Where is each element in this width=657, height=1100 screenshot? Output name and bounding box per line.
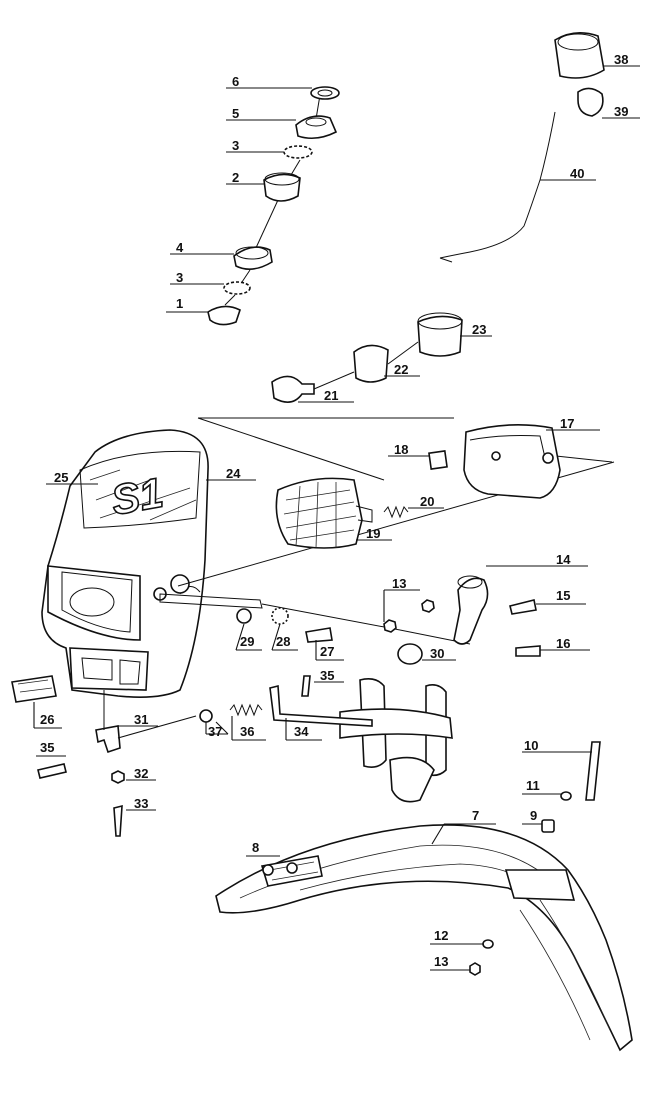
speedometer-assembly: [439, 32, 605, 263]
callout-16: 16: [556, 636, 570, 651]
callout-21: 21: [324, 388, 338, 403]
callout-13b: 13: [434, 954, 448, 969]
callout-12: 12: [434, 928, 448, 943]
part-21-bulb: [271, 375, 315, 403]
callout-13a: 13: [392, 576, 406, 591]
part-4-cup: [233, 246, 273, 270]
callout-25: 25: [54, 470, 68, 485]
part-39-bracket: [577, 87, 604, 117]
callout-30: 30: [430, 646, 444, 661]
part-34-bracket: [269, 684, 373, 727]
callout-11: 11: [526, 778, 540, 793]
callout-36: 36: [240, 724, 254, 739]
part-23-reflector-ring: [417, 315, 463, 357]
part-32-nut: [111, 770, 125, 784]
part-13-nut: [469, 962, 481, 976]
part-20-spring: [383, 505, 409, 519]
callout-8: 8: [252, 840, 259, 855]
part-9-spacer: [541, 819, 555, 833]
callout-2: 2: [232, 170, 239, 185]
callout-5: 5: [232, 106, 239, 121]
fork-bracket-assembly: [37, 675, 453, 837]
callout-27: 27: [320, 644, 334, 659]
part-1-cone: [207, 305, 241, 326]
part-7-fender: [215, 824, 633, 1052]
callout-6: 6: [232, 74, 239, 89]
headlight-housing: S1: [41, 429, 209, 698]
s1-logo-text: S1: [108, 469, 167, 524]
part-40-speedo-cable: [439, 111, 556, 259]
part-10-long-bolt: [585, 741, 601, 801]
part-31-bracket-lower: [95, 725, 121, 754]
handlebar-clamp: [383, 575, 541, 657]
callout-35a: 35: [320, 668, 334, 683]
callout-4: 4: [176, 240, 184, 255]
part-28-washer: [271, 607, 289, 625]
callout-28: 28: [276, 634, 290, 649]
steering-bearing-stack: [207, 86, 340, 326]
part-17-indicator-housing: [463, 424, 561, 499]
part-35-bolt-lower: [37, 763, 67, 779]
part-30-cap: [397, 643, 423, 665]
callout-38: 38: [614, 52, 628, 67]
callout-26: 26: [40, 712, 54, 727]
callout-10: 10: [524, 738, 538, 753]
callout-32: 32: [134, 766, 148, 781]
part-33-pin: [113, 804, 123, 837]
callout-19: 19: [366, 526, 380, 541]
part-3-ball-race-upper: [283, 145, 313, 159]
callout-14: 14: [556, 552, 571, 567]
callout-23: 23: [472, 322, 486, 337]
callout-18: 18: [394, 442, 408, 457]
part-19-indicator-lens: [275, 477, 363, 549]
callout-3a: 3: [232, 138, 239, 153]
callout-29: 29: [240, 634, 254, 649]
part-37-washer: [199, 709, 213, 723]
callout-9: 9: [530, 808, 537, 823]
front-fender-assembly: [215, 741, 633, 1052]
part-3-ball-race-lower: [223, 281, 251, 295]
callout-33: 33: [134, 796, 148, 811]
part-27-screw: [305, 627, 333, 643]
callout-7: 7: [472, 808, 479, 823]
callout-labels: 6 5 3 2 4 3 1 38 39 40 23 22 21 17 18 20: [33, 52, 640, 971]
part-22-bulb-socket: [353, 344, 389, 383]
callout-17: 17: [560, 416, 574, 431]
callout-37: 37: [208, 724, 222, 739]
part-11-washer: [560, 791, 572, 801]
part-25-decal-panel: [79, 450, 201, 529]
headlight-bulb-parts: [271, 312, 463, 403]
part-29-nut: [236, 608, 252, 624]
callout-31: 31: [134, 712, 148, 727]
fasteners-group: [11, 607, 423, 703]
part-18-gasket: [428, 450, 448, 470]
part-6-washer: [310, 86, 340, 100]
part-15-bolt: [509, 599, 537, 615]
part-38-speedometer: [554, 32, 605, 79]
part-12-washer: [482, 939, 494, 949]
callout-1: 1: [176, 296, 183, 311]
part-36-spring-bolt: [229, 703, 263, 717]
callout-3b: 3: [176, 270, 183, 285]
part-26-reflector: [11, 675, 57, 703]
callout-40: 40: [570, 166, 584, 181]
callout-34: 34: [294, 724, 309, 739]
part-5-cone: [295, 115, 338, 140]
callout-15: 15: [556, 588, 570, 603]
turn-signal-assembly: [275, 424, 561, 549]
part-35-bolt-upper: [301, 675, 311, 697]
part-14-clamp: [453, 577, 489, 645]
callout-24: 24: [226, 466, 241, 481]
part-2-cup: [263, 173, 301, 202]
callout-20: 20: [420, 494, 434, 509]
part-16-bolt: [515, 645, 541, 657]
callout-39: 39: [614, 104, 628, 119]
callout-22: 22: [394, 362, 408, 377]
callout-35b: 35: [40, 740, 54, 755]
